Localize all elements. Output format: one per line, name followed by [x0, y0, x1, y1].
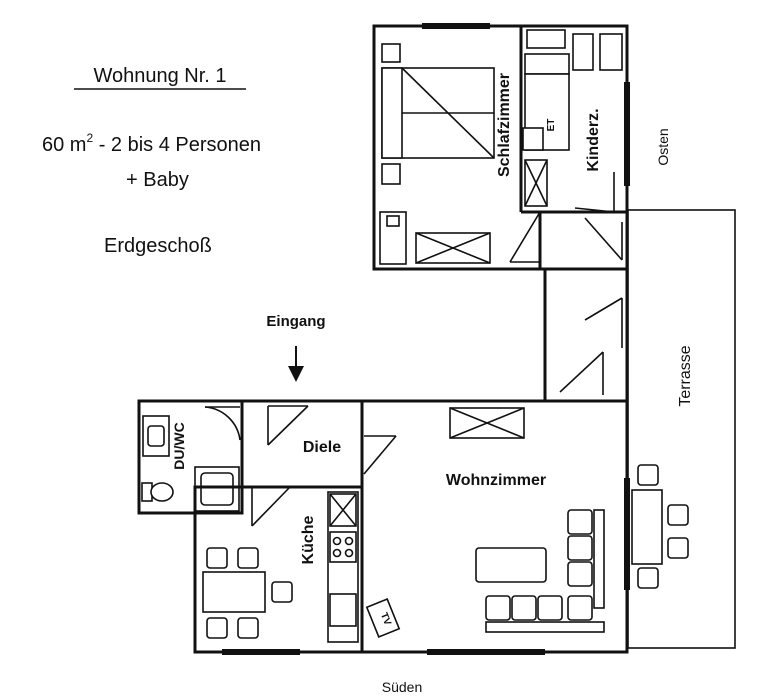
- coffee-table: [475, 547, 547, 583]
- nightstand: [381, 43, 401, 63]
- dining-table: [202, 571, 266, 613]
- east-label: Osten: [655, 128, 671, 165]
- size-suffix: - 2 bis 4 Personen: [93, 134, 261, 156]
- entrance-arrow-icon: [288, 346, 304, 382]
- corridor: [543, 212, 629, 400]
- bath-label: DU/WC: [171, 422, 187, 469]
- kitchen-label: Küche: [300, 515, 317, 564]
- terrace-label: Terrasse: [677, 345, 694, 406]
- living-room: [360, 399, 630, 655]
- tt-label: ET: [546, 119, 557, 132]
- size-prefix: 60 m: [42, 134, 86, 156]
- kids-desk: [524, 53, 570, 75]
- size-sup: 2: [86, 131, 93, 145]
- bedroom-label: Schlafzimmer: [496, 73, 513, 177]
- stove: [329, 531, 357, 563]
- bathroom: [137, 399, 244, 515]
- nightstand: [381, 163, 401, 185]
- baby-text: + Baby: [126, 169, 189, 191]
- kitchen: [193, 485, 364, 655]
- tv-icon: [365, 598, 401, 638]
- terrace-table: [631, 464, 689, 589]
- sofa-seat: [485, 595, 511, 621]
- entrance-label: Eingang: [266, 313, 325, 330]
- living-room-label: Wohnzimmer: [446, 472, 546, 489]
- south-label: Süden: [382, 679, 422, 695]
- hall-label: Diele: [303, 439, 341, 456]
- size-text: 60 m2 - 2 bis 4 Personen: [42, 131, 261, 156]
- kitchen-sink: [329, 593, 357, 627]
- tv-label: TV: [378, 611, 393, 627]
- kids-room-label: Kinderz.: [585, 108, 602, 171]
- bedroom-block: [372, 23, 630, 271]
- sofa-seat: [567, 509, 593, 535]
- plan-title: Wohnung Nr. 1: [93, 65, 226, 87]
- floor-text: Erdgeschoß: [104, 235, 212, 257]
- kids-bed: [526, 29, 566, 49]
